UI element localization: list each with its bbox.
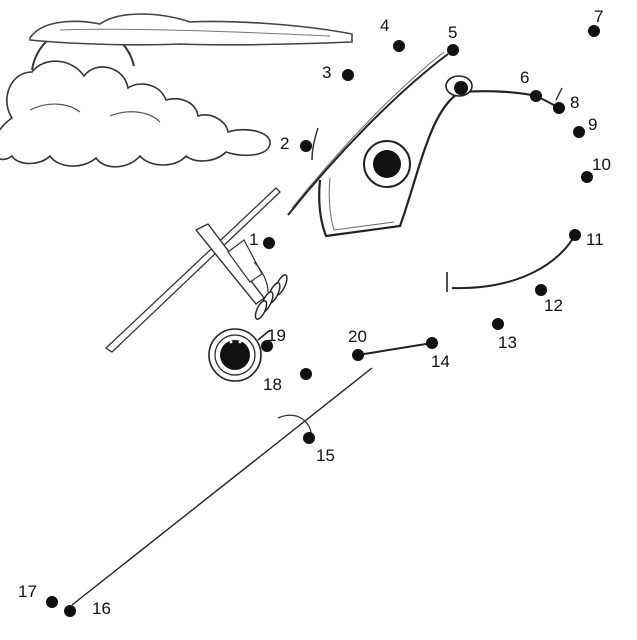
- dot-marker[interactable]: [492, 318, 504, 330]
- dot-marker[interactable]: [426, 337, 438, 349]
- dot-marker[interactable]: [46, 596, 58, 608]
- dot-number: 2: [280, 134, 289, 153]
- dot-14[interactable]: 14: [426, 337, 450, 371]
- dot-1[interactable]: 1: [249, 230, 275, 249]
- dot-marker[interactable]: [553, 102, 565, 114]
- dot-20[interactable]: 20: [348, 327, 367, 361]
- dot-17[interactable]: 17: [18, 582, 58, 608]
- dot-marker[interactable]: [447, 44, 459, 56]
- dot-number: 11: [586, 230, 604, 249]
- dot-number: 3: [322, 63, 331, 82]
- dot-number: 15: [316, 446, 335, 465]
- flat-cloud: [29, 13, 353, 46]
- dot-number: 13: [498, 333, 517, 352]
- dot-10[interactable]: 10: [581, 155, 611, 183]
- dot-number: 5: [448, 23, 457, 42]
- plane-drawing: [71, 51, 576, 606]
- dot-11[interactable]: 11: [569, 229, 604, 249]
- dot-marker[interactable]: [303, 432, 315, 444]
- dot-number: 19: [267, 326, 286, 345]
- dot-marker[interactable]: [569, 229, 581, 241]
- dot-marker[interactable]: [261, 340, 273, 352]
- dot-12[interactable]: 12: [535, 284, 563, 315]
- dot-marker[interactable]: [535, 284, 547, 296]
- dot-marker[interactable]: [573, 126, 585, 138]
- puffy-cloud: [0, 60, 271, 168]
- dot-2[interactable]: 2: [280, 134, 312, 153]
- dot-marker[interactable]: [588, 25, 600, 37]
- dot-number: 14: [431, 352, 450, 371]
- dot-number: 9: [588, 115, 597, 134]
- dot-number: 18: [263, 375, 282, 394]
- dot-number: 1: [249, 230, 258, 249]
- dot-number: 6: [520, 68, 529, 87]
- dot-number: 12: [544, 296, 563, 315]
- dot-number: 16: [92, 599, 111, 618]
- dot-7[interactable]: 7: [588, 7, 603, 37]
- dot-18[interactable]: 18: [263, 368, 312, 394]
- dot-3[interactable]: 3: [322, 63, 354, 82]
- dot-marker[interactable]: [300, 368, 312, 380]
- dot-number: 7: [594, 7, 603, 26]
- dot-marker[interactable]: [342, 69, 354, 81]
- dot-6[interactable]: 6: [520, 68, 542, 102]
- dot-number: 4: [380, 16, 389, 35]
- dot-5[interactable]: 5: [447, 23, 459, 56]
- dot-marker[interactable]: [352, 349, 364, 361]
- dot-8[interactable]: 8: [553, 93, 579, 114]
- dot-number: 20: [348, 327, 367, 346]
- dot-15[interactable]: 15: [303, 432, 335, 465]
- dot-marker[interactable]: [581, 171, 593, 183]
- dot-16[interactable]: 16: [64, 599, 111, 618]
- dot-number: 8: [570, 93, 579, 112]
- dot-marker[interactable]: [263, 237, 275, 249]
- dot-13[interactable]: 13: [492, 318, 517, 352]
- dot-number: 10: [592, 155, 611, 174]
- dot-marker[interactable]: [300, 140, 312, 152]
- dot-9[interactable]: 9: [573, 115, 597, 138]
- dot-4[interactable]: 4: [380, 16, 405, 52]
- dot-number: 17: [18, 582, 37, 601]
- dot-marker[interactable]: [393, 40, 405, 52]
- dot-19[interactable]: 19: [261, 326, 286, 352]
- dot-marker[interactable]: [64, 605, 76, 617]
- dot-marker[interactable]: [530, 90, 542, 102]
